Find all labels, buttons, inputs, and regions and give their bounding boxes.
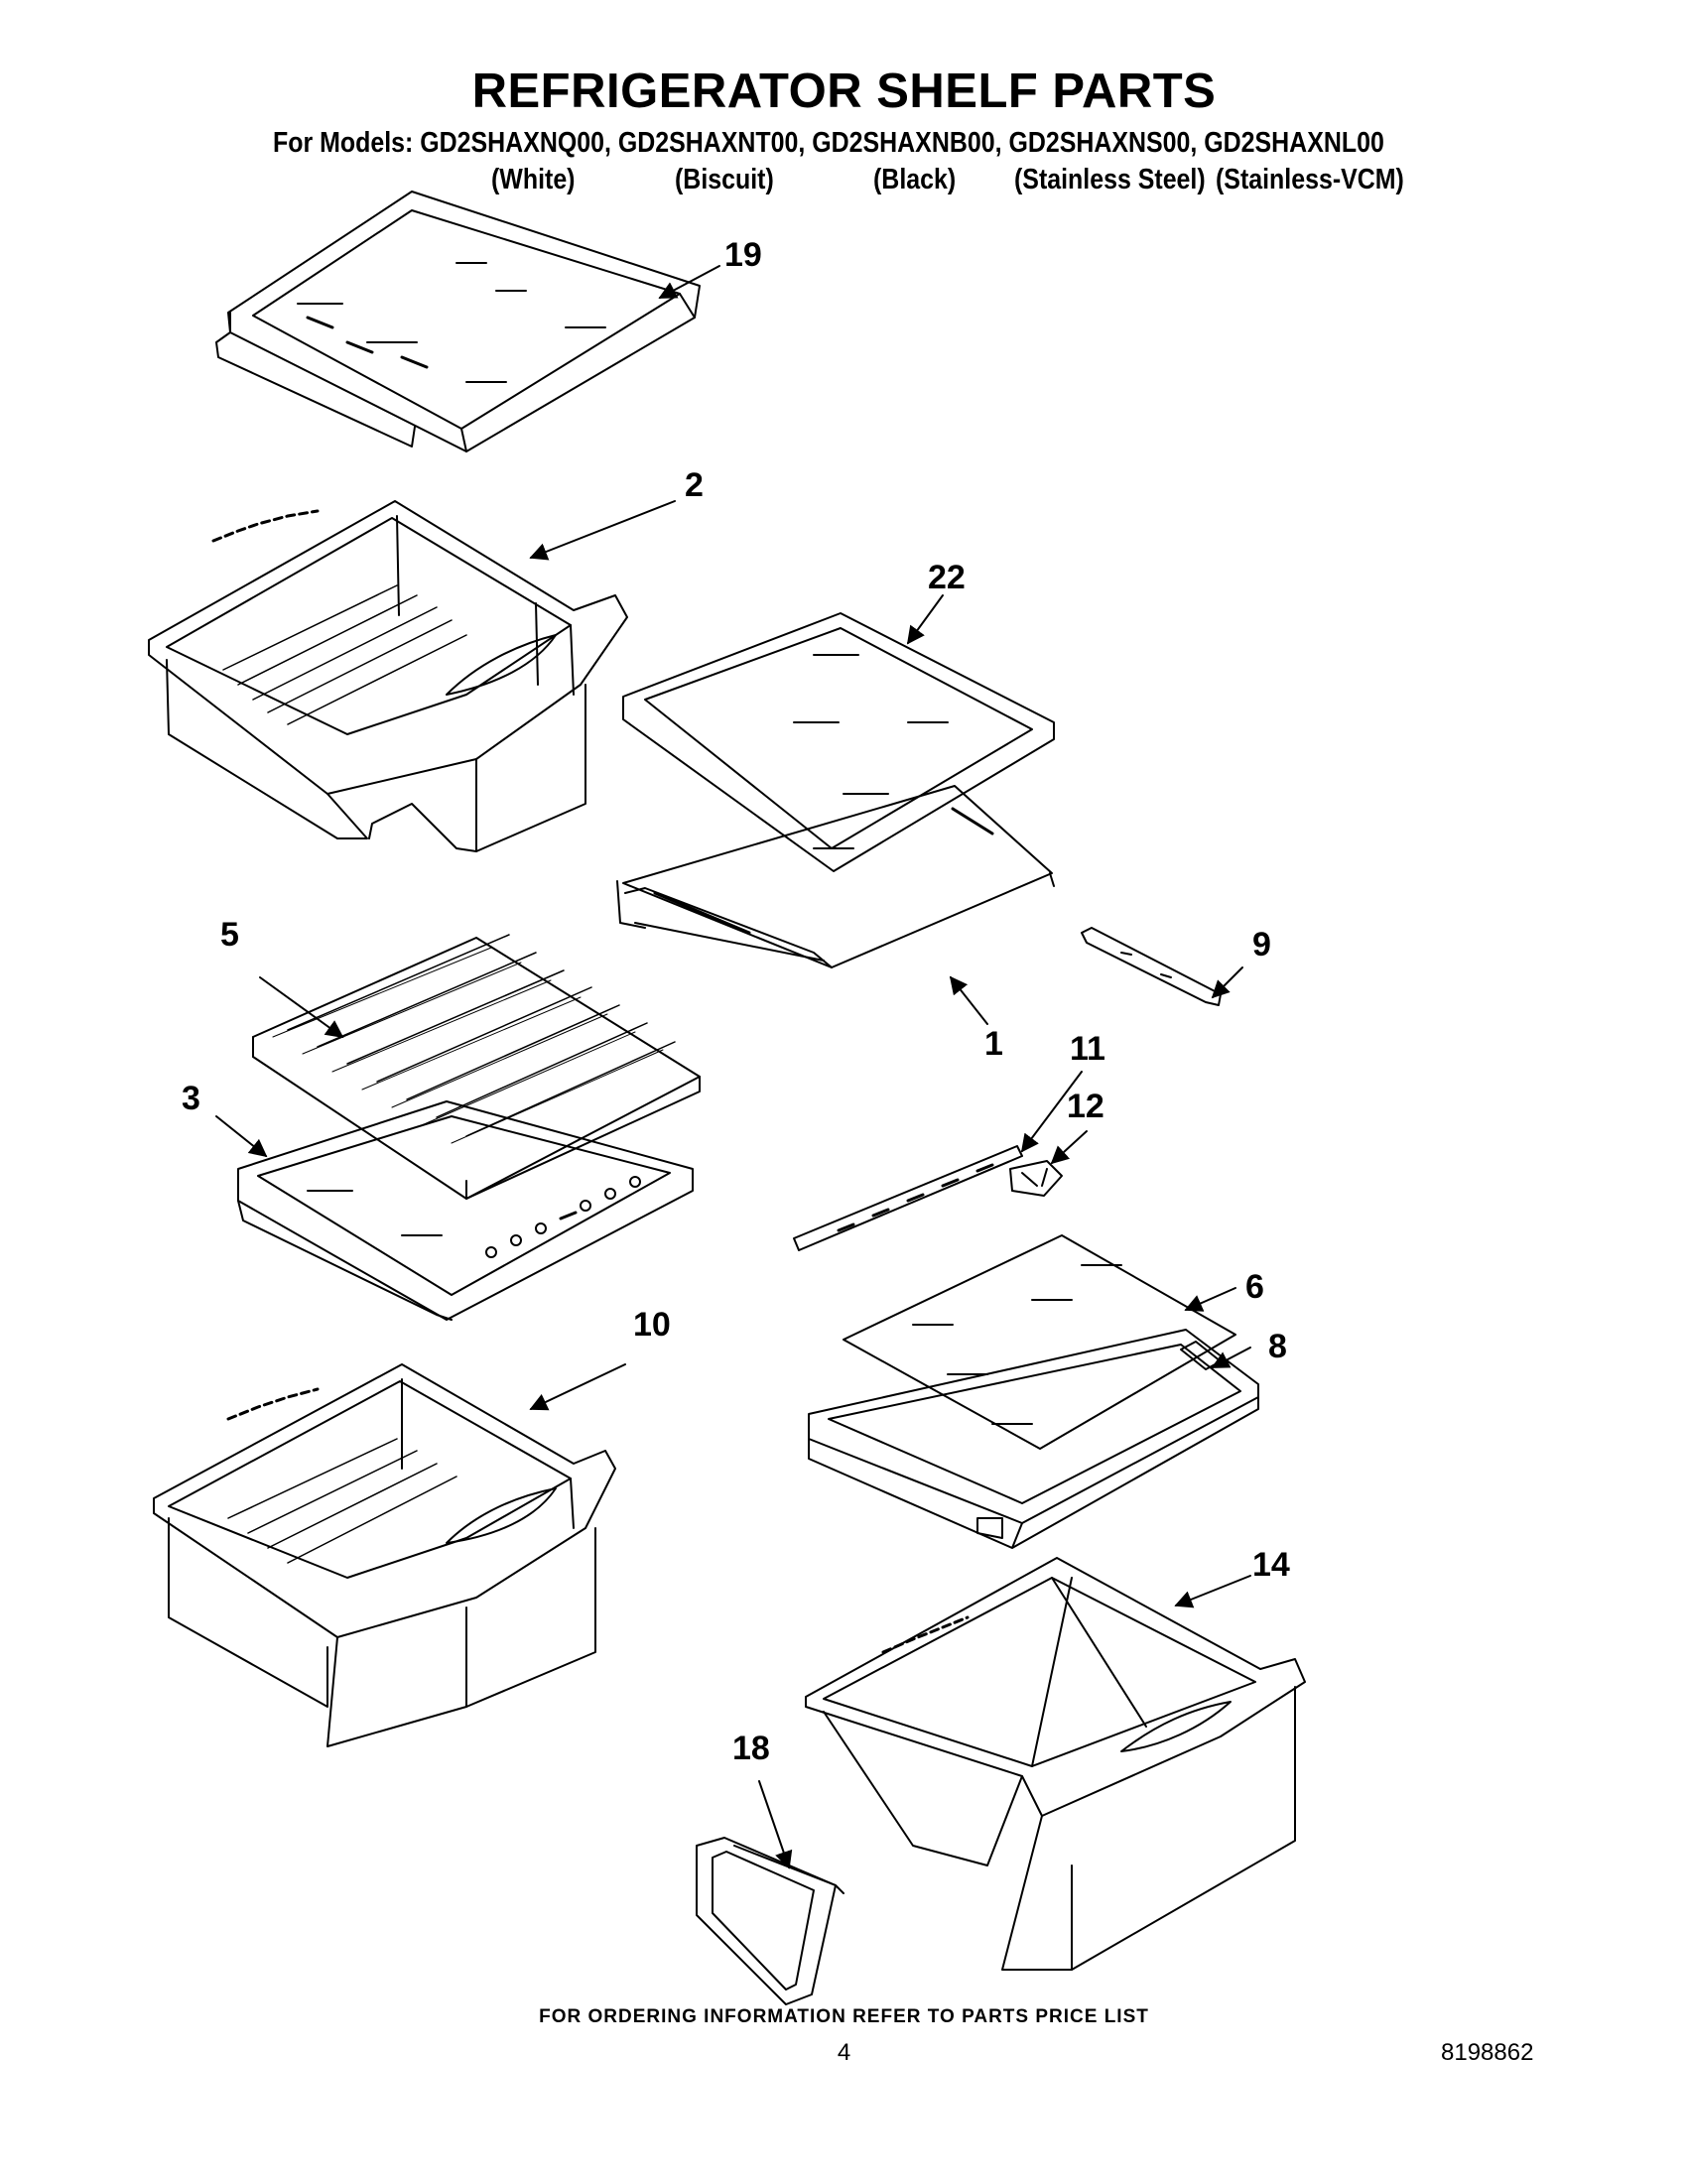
callout-19: 19 [724,236,762,274]
callout-3: 3 [182,1080,200,1117]
ordering-note: FOR ORDERING INFORMATION REFER TO PARTS … [539,2006,1149,2027]
finish-black: (Black) [873,164,957,195]
callout-2: 2 [685,466,704,504]
finish-biscuit: (Biscuit) [675,164,774,195]
callout-11: 11 [1070,1030,1105,1068]
document-number: 8198862 [1441,2039,1534,2066]
callout-12: 12 [1067,1088,1104,1125]
part-11-rail [793,1145,1023,1251]
part-19-glass-shelf [215,191,701,452]
models-line: For Models: GD2SHAXNQ00, GD2SHAXNT00, GD… [273,127,1384,159]
part-22-glass-shelf [622,612,1055,872]
callout-1: 1 [984,1025,1003,1063]
leader-arrows [215,265,1251,1869]
finish-stainless-steel: (Stainless Steel) [1014,164,1206,195]
callout-5: 5 [220,916,239,954]
part-10-crisper-drawer [153,1363,616,1747]
part-18-label-card [696,1837,844,2005]
finish-white: (White) [491,164,576,195]
part-12-clip [1009,1160,1063,1197]
part-2-crisper-drawer [148,500,628,852]
callout-9: 9 [1252,926,1271,964]
part-3-cover-frame [237,1100,694,1321]
part-8-panel-frame [808,1329,1259,1549]
part-6-glass-panel [843,1234,1236,1450]
part-5-crisper-cover [252,934,701,1200]
finish-stainless-vcm: (Stainless-VCM) [1216,164,1404,195]
part-1-shelf-frame [616,785,1055,968]
part-9-bracket [1081,927,1222,1006]
callout-10: 10 [633,1306,671,1344]
page-title: REFRIGERATOR SHELF PARTS [471,64,1217,118]
page-number: 4 [837,2039,851,2066]
part-14-deep-drawer [805,1557,1306,1971]
callout-8: 8 [1268,1328,1287,1365]
callout-18: 18 [732,1730,770,1767]
callout-14: 14 [1252,1546,1290,1584]
callout-22: 22 [928,559,966,596]
callout-6: 6 [1245,1268,1264,1306]
